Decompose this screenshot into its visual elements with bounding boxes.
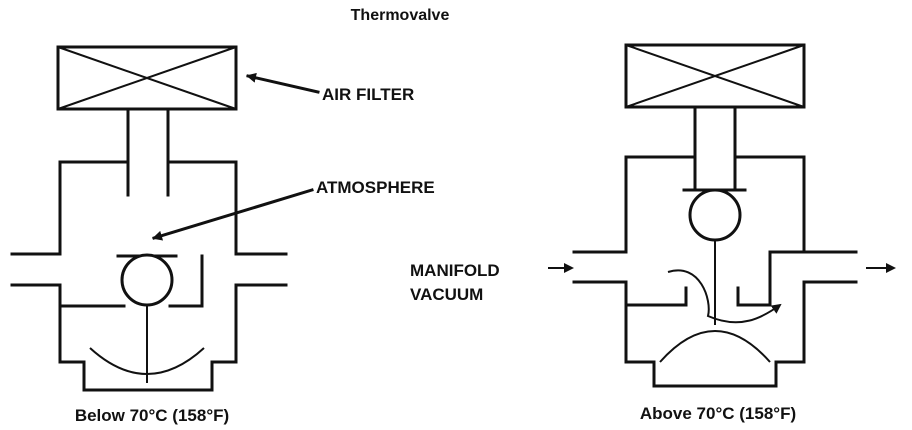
left-body: [10, 160, 288, 392]
manifold-label-line2: VACUUM: [410, 285, 483, 304]
manifold-label-line1: MANIFOLD: [410, 261, 500, 280]
air-filter-label: AIR FILTER: [322, 85, 414, 104]
left-caption: Below 70°C (158°F): [75, 406, 229, 425]
diagram-title: Thermovalve: [351, 7, 450, 24]
atmosphere-arrow: [152, 188, 314, 241]
left-valve: [10, 45, 288, 392]
right-valve-ball: [688, 188, 742, 242]
left-bimetal-disc: [89, 347, 205, 375]
right-body: [572, 155, 858, 388]
right-valve: [572, 43, 858, 388]
air-filter-arrow: [246, 72, 320, 94]
right-caption: Above 70°C (158°F): [640, 404, 796, 423]
right-air-filter: [624, 43, 806, 109]
right-bimetal-disc: [659, 330, 771, 363]
left-air-filter: [56, 45, 238, 111]
left-valve-ball: [120, 253, 174, 307]
left-stem: [126, 107, 170, 197]
right-stem: [682, 105, 747, 192]
atmosphere-label: ATMOSPHERE: [316, 178, 435, 197]
right-flow-arrow: [667, 269, 782, 324]
